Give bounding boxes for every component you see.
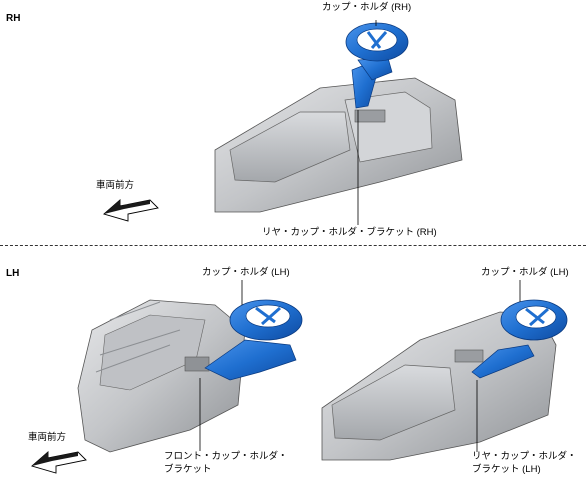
section-divider [0,245,586,246]
rh-cup-holder [345,22,409,109]
rh-forward-arrow-icon [103,199,159,222]
lh-rear-console [321,311,557,461]
lh-rear-bracket-label-line1: リヤ・カップ・ホルダ・ [472,451,577,462]
lh-front-cup-holder-label: カップ・ホルダ (LH) [202,267,290,278]
rh-console [214,77,463,213]
lh-rear-bracket-label-line2: ブラケット (LH) [472,464,541,475]
rh-bracket-label: リヤ・カップ・ホルダ・ブラケット (RH) [262,227,437,238]
section-label-lh: LH [6,268,20,279]
lh-forward-arrow-icon [31,451,87,474]
lh-front-console [77,299,246,453]
lh-forward-label: 車両前方 [28,432,67,443]
lh-rear-cup-holder [471,299,568,379]
lh-rear-cup-holder-label: カップ・ホルダ (LH) [481,267,569,278]
section-label-rh: RH [6,13,21,24]
rh-cup-holder-label: カップ・ホルダ (RH) [322,2,412,13]
lh-front-bracket-label-line2: ブラケット [164,464,212,475]
lh-front-cup-holder [204,299,303,381]
rh-forward-label: 車両前方 [96,180,135,191]
lh-front-bracket-label-line1: フロント・カップ・ホルダ・ [164,451,288,462]
